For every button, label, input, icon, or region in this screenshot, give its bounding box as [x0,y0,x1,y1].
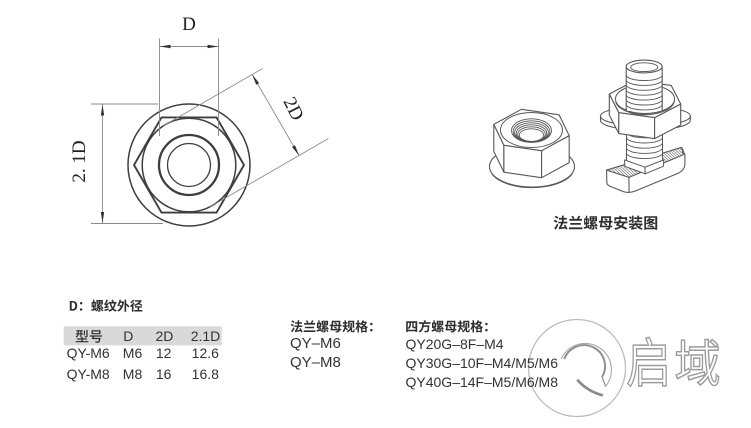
svg-text:D: D [182,14,196,35]
svg-text:2. 1D: 2. 1D [69,140,90,182]
svg-text:2D: 2D [278,94,307,124]
